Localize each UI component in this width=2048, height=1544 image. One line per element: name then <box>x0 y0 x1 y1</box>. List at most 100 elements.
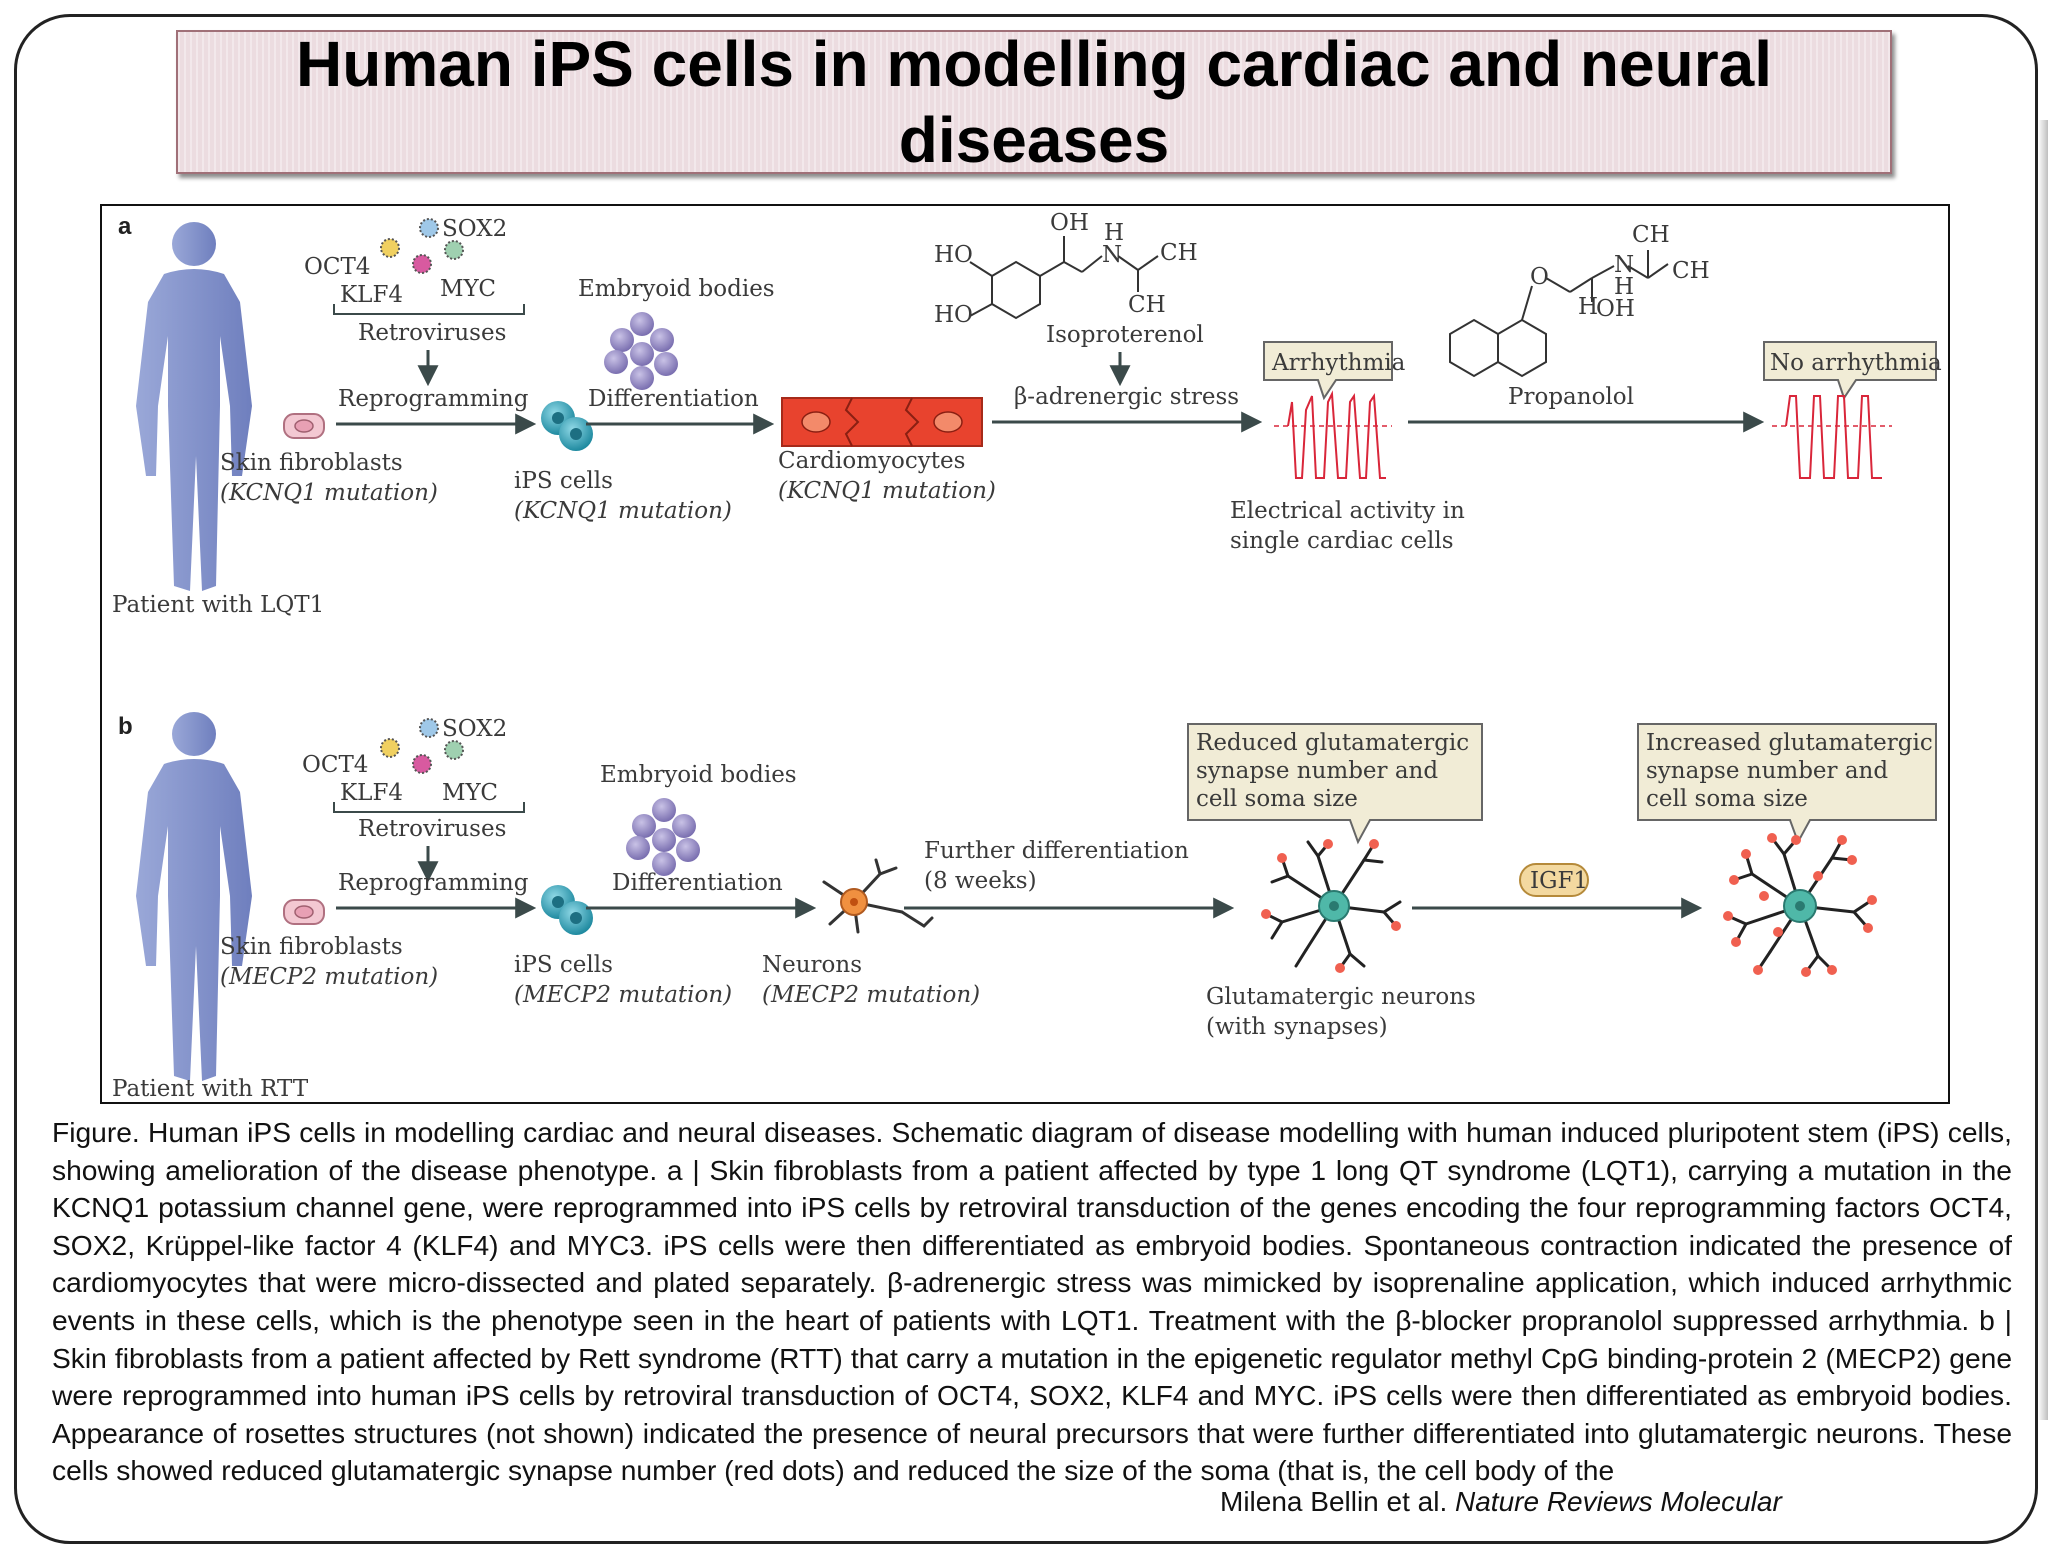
chem-oh-a: OH <box>1050 210 1089 236</box>
factor-sox2-b: SOX2 <box>442 716 507 742</box>
igf1-badge <box>1519 863 1589 897</box>
chem-ch3-a1: CH <box>1160 240 1198 266</box>
cardio-mutation: (KCNQ1 mutation) <box>778 478 996 504</box>
patient-a-silhouette <box>136 222 252 591</box>
no-arrhythmia-callout <box>1763 341 1937 401</box>
increased-callout <box>1637 723 1937 845</box>
figure-caption: Figure. Human iPS cells in modelling car… <box>52 1116 2012 1487</box>
source-citation: Milena Bellin et al. Nature Reviews Mole… <box>1220 1486 1782 1518</box>
slide-edge-shadow <box>2038 120 2048 1420</box>
reprogramming-b: Reprogramming <box>338 870 529 896</box>
normal-trace <box>1785 395 1882 479</box>
chem-ch3-a2: CH <box>1128 292 1166 318</box>
retroviruses-b: Retroviruses <box>358 816 506 842</box>
arrhythmia-trace <box>1287 390 1386 479</box>
isoproterenol-label: Isoproterenol <box>1046 322 1204 348</box>
reduced-line1: Reduced glutamatergic <box>1196 730 1469 756</box>
factor-myc-a: MYC <box>440 276 496 302</box>
embryoid-b-label: Embryoid bodies <box>600 762 797 788</box>
neuron-cell <box>822 858 934 934</box>
chem-ch3-p2: CH <box>1672 258 1710 284</box>
chem-ch3-p1: CH <box>1632 222 1670 248</box>
chem-h-propanolol: H <box>1578 294 1598 320</box>
fibroblast-a-nucleus <box>294 419 314 433</box>
factors-cluster-b <box>380 718 464 774</box>
differentiation-b: Differentiation <box>612 870 783 896</box>
synapses-reduced <box>1261 839 1401 973</box>
no-arrhythmia-label: No arrhythmia <box>1770 350 1942 376</box>
factors-bracket-a <box>333 304 525 315</box>
ips-cells-a <box>541 401 593 451</box>
stress-label: β-adrenergic stress <box>1014 384 1239 410</box>
chem-ho-a2: HO <box>934 302 973 328</box>
glut-line2: (with synapses) <box>1206 1014 1388 1040</box>
factor-oct4-b: OCT4 <box>302 752 368 778</box>
chem-h2-propanolol: H <box>1614 274 1634 300</box>
panel-a-letter: a <box>118 213 132 240</box>
synapses-increased <box>1723 833 1877 977</box>
ips-b-label: iPS cells <box>514 952 613 978</box>
arrhythmia-label: Arrhythmia <box>1271 350 1406 376</box>
panel-b-letter: b <box>118 713 133 740</box>
slide-title: Human iPS cells in modelling cardiac and… <box>296 28 1772 176</box>
chem-n-a: N <box>1102 242 1122 268</box>
propanolol-label: Propanolol <box>1508 384 1634 410</box>
source-authors: Milena Bellin et al. <box>1220 1486 1456 1517</box>
factor-klf4-b: KLF4 <box>340 780 403 806</box>
source-journal: Nature Reviews Molecular <box>1455 1486 1782 1517</box>
neurons-label: Neurons <box>762 952 862 978</box>
chem-h-a: H <box>1104 220 1124 246</box>
reduced-line2: synapse number and <box>1196 758 1438 784</box>
igf1-label: IGF1 <box>1530 868 1588 894</box>
embryoid-bodies-b <box>626 798 700 876</box>
fibroblast-b-nucleus <box>294 905 314 919</box>
neuron-nucleus <box>850 898 858 906</box>
fibroblasts-a-label: Skin fibroblasts <box>220 450 403 476</box>
increased-line2: synapse number and <box>1646 758 1888 784</box>
ips-b-mutation: (MECP2 mutation) <box>514 982 732 1008</box>
slide-title-box: Human iPS cells in modelling cardiac and… <box>176 28 1892 176</box>
increased-line1: Increased glutamatergic <box>1646 730 1933 756</box>
patient-a-label: Patient with LQT1 <box>112 592 324 618</box>
chem-o-propanolol: O <box>1530 264 1549 290</box>
fibroblasts-b-mutation: (MECP2 mutation) <box>220 964 438 990</box>
glut-nucleus-reduced <box>1329 901 1339 911</box>
cardiomyocytes <box>781 397 983 447</box>
reduced-callout <box>1187 723 1483 845</box>
chem-ho-a1: HO <box>934 242 973 268</box>
reduced-line3: cell soma size <box>1196 786 1358 812</box>
embryoid-a-label: Embryoid bodies <box>578 276 775 302</box>
embryoid-bodies-a <box>604 312 678 390</box>
factor-klf4-a: KLF4 <box>340 282 403 308</box>
cardio-label: Cardiomyocytes <box>778 448 965 474</box>
reprogramming-a: Reprogramming <box>338 386 529 412</box>
increased-line3: cell soma size <box>1646 786 1808 812</box>
further-line2: (8 weeks) <box>924 868 1037 894</box>
electrical-line1: Electrical activity in <box>1230 498 1465 524</box>
factors-cluster-a <box>380 218 464 274</box>
glut-line1: Glutamatergic neurons <box>1206 984 1476 1010</box>
factors-bracket-b <box>333 802 525 813</box>
ips-cells-b <box>541 885 593 935</box>
factor-myc-b: MYC <box>442 780 498 806</box>
propanolol-structure <box>1449 250 1669 378</box>
chem-n-propanolol: N <box>1614 252 1634 278</box>
factor-oct4-a: OCT4 <box>304 254 370 280</box>
isoproterenol-structure <box>969 236 1159 320</box>
electrical-line2: single cardiac cells <box>1230 528 1454 554</box>
further-line1: Further differentiation <box>924 838 1189 864</box>
figure-panel: a Patient with LQT1 SOX2 OCT4 KLF4 MYC R… <box>100 204 1950 1104</box>
chem-oh-propanolol: OH <box>1596 296 1635 322</box>
arrhythmia-callout <box>1263 341 1393 401</box>
ips-a-mutation: (KCNQ1 mutation) <box>514 498 732 524</box>
patient-b-label: Patient with RTT <box>112 1076 309 1102</box>
factor-sox2-a: SOX2 <box>442 216 507 242</box>
retroviruses-a: Retroviruses <box>358 320 506 346</box>
figure-diagram: a Patient with LQT1 SOX2 OCT4 KLF4 MYC R… <box>112 210 1942 1102</box>
ips-a-label: iPS cells <box>514 468 613 494</box>
differentiation-a: Differentiation <box>588 386 759 412</box>
fibroblasts-b-label: Skin fibroblasts <box>220 934 403 960</box>
fibroblasts-a-mutation: (KCNQ1 mutation) <box>220 480 438 506</box>
glut-nucleus-increased <box>1795 901 1805 911</box>
neurons-mutation: (MECP2 mutation) <box>762 982 980 1008</box>
